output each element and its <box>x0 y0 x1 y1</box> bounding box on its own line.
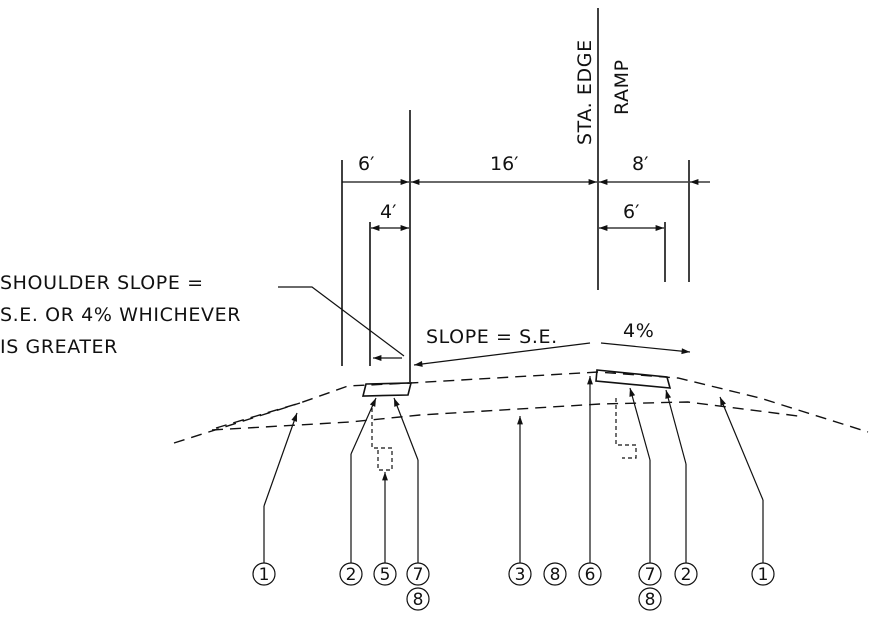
dimension-row-top: 6′ 16′ 8′ <box>342 153 710 185</box>
slope-arrow-left <box>413 342 591 367</box>
callout-c9-label: 7 <box>645 565 656 585</box>
callout-c5: 8 <box>406 587 430 611</box>
leader-c2-arrow <box>350 397 377 455</box>
callout-c2-label: 2 <box>346 565 357 585</box>
dim-center: 16′ <box>490 153 519 175</box>
shoulder-slope-line1: SHOULDER SLOPE = <box>0 272 204 294</box>
station-label: STA. EDGE RAMP <box>574 39 633 145</box>
underdrain-left <box>371 408 393 471</box>
callout-c1-label: 1 <box>259 565 270 585</box>
callout-c6: 3 <box>508 562 532 586</box>
leader-c11-arrow <box>665 389 687 465</box>
dimension-row-inner: 4′ 6′ <box>371 201 664 231</box>
callout-c11-label: 2 <box>681 565 692 585</box>
callout-c11: 2 <box>674 562 698 586</box>
extension-lines <box>341 110 690 382</box>
shoulder-slope-note: SHOULDER SLOPE = S.E. OR 4% WHICHEVER IS… <box>0 272 405 361</box>
callout-c7: 8 <box>543 562 567 586</box>
station-label-line2: RAMP <box>611 59 633 115</box>
curb-sections <box>361 369 672 471</box>
callout-c12-label: 1 <box>758 565 769 585</box>
shoulder-slope-line3: IS GREATER <box>0 336 118 358</box>
dim-left-outer: 6′ <box>358 153 374 175</box>
callout-c10-label: 8 <box>645 590 656 610</box>
callout-c7-label: 8 <box>550 565 561 585</box>
curb-left <box>361 382 413 397</box>
station-label-line1: STA. EDGE <box>574 39 596 145</box>
callout-c3: 5 <box>373 562 397 586</box>
slope-percent: 4% <box>623 320 654 342</box>
callout-c8: 6 <box>578 562 602 586</box>
dim-left-inner: 4′ <box>380 201 396 223</box>
callout-c4-label: 7 <box>413 565 424 585</box>
existing-ground-line <box>211 401 799 431</box>
slope-labels: SLOPE = S.E. 4% <box>413 320 691 367</box>
underdrain-right <box>615 398 637 459</box>
callout-c1: 1 <box>252 562 276 586</box>
leader-c1-arrow <box>263 412 298 507</box>
left-slope-extension <box>173 402 301 444</box>
leader-lines <box>263 376 764 563</box>
leader-c4-arrow <box>393 397 419 461</box>
callout-c8-label: 6 <box>585 565 596 585</box>
callout-c6-label: 3 <box>515 565 526 585</box>
callout-c2: 2 <box>339 562 363 586</box>
dim-right-outer: 8′ <box>632 153 648 175</box>
slope-label: SLOPE = S.E. <box>426 326 558 348</box>
callout-c5-label: 8 <box>413 590 424 610</box>
callout-c3-label: 5 <box>380 565 391 585</box>
callout-c12: 1 <box>751 562 775 586</box>
callout-c10: 8 <box>638 587 662 611</box>
proposed-surface-line <box>215 371 869 433</box>
slope-arrow-right <box>600 342 691 355</box>
profile-lines <box>173 371 869 444</box>
callout-c9: 7 <box>638 562 662 586</box>
callout-c4: 7 <box>406 562 430 586</box>
leader-c9-arrow <box>629 387 651 461</box>
shoulder-leader <box>278 286 405 357</box>
leader-c12-arrow <box>719 396 764 501</box>
curb-right <box>595 369 672 389</box>
dim-right-inner: 6′ <box>623 201 639 223</box>
shoulder-slope-line2: S.E. OR 4% WHICHEVER <box>0 304 241 326</box>
